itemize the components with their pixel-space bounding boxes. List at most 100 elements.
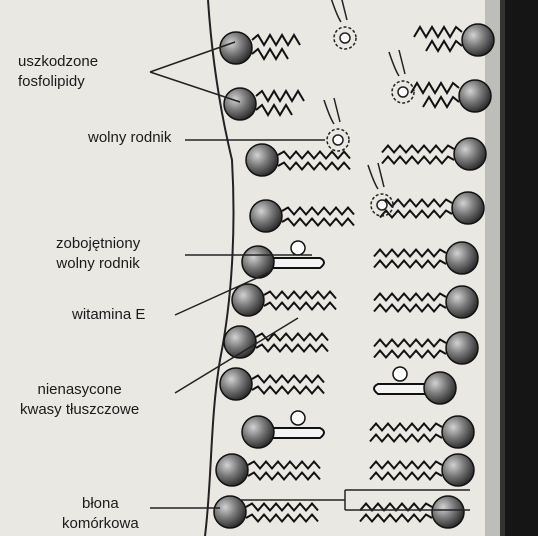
- label-damaged-phospholipids: uszkodzone fosfolipidy: [18, 52, 98, 92]
- fatty-acid-tail: [423, 97, 459, 107]
- label-neutralized-line2: wolny rodnik: [56, 254, 140, 274]
- label-cell-membrane: błona komórkowa: [62, 494, 139, 534]
- radical-trail: [324, 100, 334, 124]
- fatty-acid-tail: [370, 473, 442, 480]
- fatty-acid-tail: [370, 424, 442, 431]
- radical-trail: [378, 163, 384, 187]
- fatty-acid-tail: [252, 49, 288, 59]
- fatty-acid-tail: [374, 261, 446, 268]
- fatty-acid-tail: [411, 83, 459, 93]
- phospholipid: [246, 144, 350, 176]
- phospholipid: [411, 80, 491, 112]
- vitamin-e: [374, 367, 456, 404]
- fatty-acid-tail: [248, 462, 320, 469]
- radical-trail: [334, 98, 340, 122]
- phospholipid-head: [446, 286, 478, 318]
- phospholipid-head: [459, 80, 491, 112]
- fatty-acid-tail: [374, 351, 446, 358]
- vitamin-e-head: [242, 416, 274, 448]
- fatty-acid-tail: [246, 504, 318, 511]
- label-damaged-line2: fosfolipidy: [18, 72, 98, 92]
- vitamin-e-chain: [374, 384, 430, 394]
- free-radical: [389, 50, 414, 103]
- fatty-acid-tail: [256, 105, 292, 115]
- fatty-acid-tail: [380, 200, 452, 207]
- phospholipid: [382, 138, 486, 170]
- fatty-acid-tail: [282, 219, 354, 226]
- fatty-acid-tail: [264, 292, 336, 299]
- radical-trail: [331, 0, 341, 22]
- right-lipid-layer: [360, 24, 494, 528]
- label-membrane-line1: błona: [62, 494, 139, 514]
- label-vitamin-e: witamina E: [72, 305, 145, 325]
- neutralized-radical: [291, 411, 305, 425]
- right-dark-panel: [500, 0, 538, 536]
- neutralized-radical: [291, 241, 305, 255]
- phospholipid-head: [454, 138, 486, 170]
- fatty-acid-tail: [248, 473, 320, 480]
- phospholipid: [374, 242, 478, 274]
- vitamin-e-head: [242, 246, 274, 278]
- free-radical: [324, 98, 349, 151]
- fatty-acid-tail: [374, 305, 446, 312]
- phospholipid-head: [446, 332, 478, 364]
- fatty-acid-tail: [256, 345, 328, 352]
- vitamin-e-chain: [268, 258, 324, 268]
- right-dark-shadow: [485, 0, 505, 536]
- phospholipid-head: [462, 24, 494, 56]
- phospholipid-head: [214, 496, 246, 528]
- label-membrane-line2: komórkowa: [62, 514, 139, 534]
- fatty-acid-tail: [252, 35, 300, 45]
- fatty-acid-tail: [360, 515, 432, 522]
- phospholipid-head: [232, 284, 264, 316]
- phospholipid-head: [250, 200, 282, 232]
- leader-damaged-2: [150, 72, 240, 102]
- label-neutralized-line1: zobojętniony: [56, 234, 140, 254]
- fatty-acid-tail: [374, 294, 446, 301]
- phospholipid: [370, 416, 474, 448]
- fatty-acid-tail: [282, 208, 354, 215]
- fatty-acid-tail: [426, 41, 462, 51]
- fatty-acid-tail: [246, 515, 318, 522]
- fatty-acid-tail: [252, 387, 324, 394]
- vitamin-e-chain: [268, 428, 324, 438]
- fatty-acid-tail: [414, 27, 462, 37]
- phospholipid: [216, 454, 320, 486]
- phospholipid-head: [452, 192, 484, 224]
- radical-core: [333, 135, 343, 145]
- phospholipid-head: [216, 454, 248, 486]
- fatty-acid-tail: [382, 157, 454, 164]
- phospholipid: [380, 192, 484, 224]
- label-neutralized-radical: zobojętniony wolny rodnik: [56, 234, 140, 274]
- phospholipid: [374, 332, 478, 364]
- phospholipid: [360, 496, 464, 528]
- radical-trail: [399, 50, 405, 74]
- phospholipid-head: [432, 496, 464, 528]
- fatty-acid-tail: [374, 250, 446, 257]
- label-free-radical: wolny rodnik: [88, 128, 171, 148]
- leader-lines: [150, 42, 470, 510]
- left-lipid-layer: [214, 32, 354, 528]
- fatty-acid-tail: [278, 152, 350, 159]
- phospholipid: [220, 32, 300, 64]
- fatty-acid-tail: [252, 376, 324, 383]
- vitamin-e-head: [424, 372, 456, 404]
- label-fatty-line2: kwasy tłuszczowe: [20, 400, 139, 420]
- phospholipid: [370, 454, 474, 486]
- phospholipid-head: [220, 368, 252, 400]
- free-radicals-group: [324, 0, 414, 216]
- phospholipid-head: [442, 416, 474, 448]
- phospholipid-head: [220, 32, 252, 64]
- fatty-acid-tail: [256, 91, 304, 101]
- phospholipid: [224, 88, 304, 120]
- fatty-acid-tail: [374, 340, 446, 347]
- phospholipid: [414, 24, 494, 56]
- phospholipid-head: [446, 242, 478, 274]
- fatty-acid-tail: [382, 146, 454, 153]
- fatty-acid-tail: [264, 303, 336, 310]
- fatty-acid-tail: [370, 462, 442, 469]
- fatty-acid-tail: [370, 435, 442, 442]
- radical-core: [398, 87, 408, 97]
- fatty-acid-tail: [278, 163, 350, 170]
